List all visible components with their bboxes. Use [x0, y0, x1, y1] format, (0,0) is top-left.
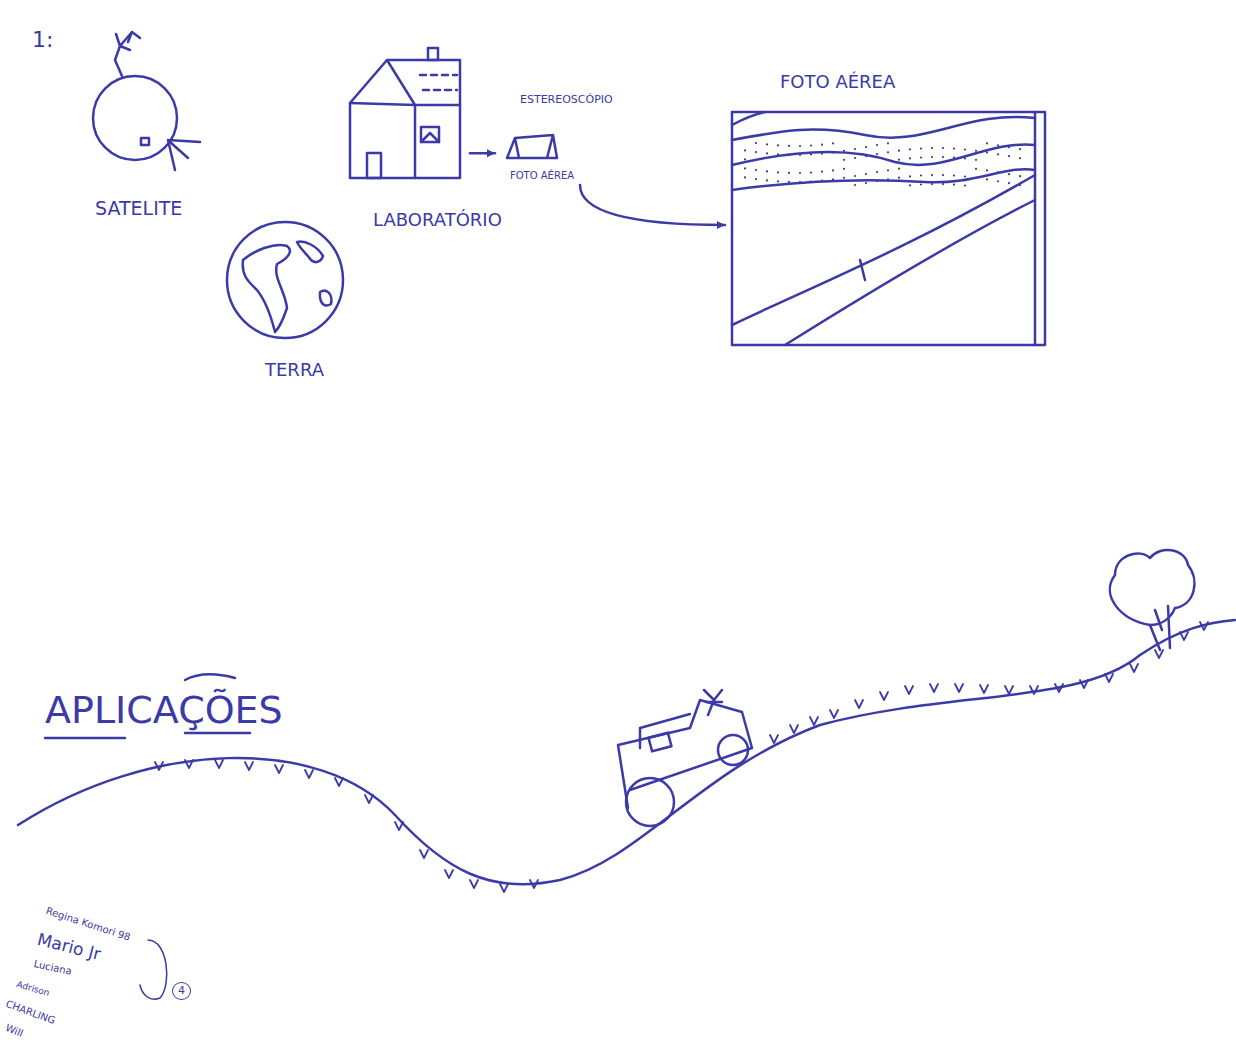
signature: Will	[4, 1022, 25, 1039]
flow-arrow	[470, 152, 495, 155]
node-text: FOTO AÉREA	[780, 72, 895, 92]
signature: CHARLING	[4, 998, 57, 1026]
node-text: FOTO AÉREA	[510, 170, 574, 181]
sketch-node: FOTO AÉREA	[725, 70, 1055, 350]
circled-number: 4	[172, 982, 191, 1000]
sketch-node: LABORATÓRIO	[345, 45, 470, 235]
node-outline	[725, 70, 1055, 350]
item-number: 1:	[32, 28, 53, 52]
node-text: TERRA	[265, 360, 324, 380]
flow-arrow	[580, 185, 725, 225]
sketch-node: TERRA	[225, 220, 350, 385]
sketch-node: ESTEREOSCÓPIO FOTO AÉREA	[495, 90, 645, 185]
signature: Luciana	[33, 958, 73, 977]
signature-bracket	[140, 940, 167, 999]
node-text: LABORATÓRIO	[373, 210, 502, 230]
grass	[155, 622, 1208, 892]
sketch-node: SATELITE	[60, 30, 230, 240]
signature: Adrison	[15, 980, 50, 999]
node-text: ESTEREOSCÓPIO	[520, 94, 613, 106]
tree	[1110, 550, 1195, 650]
jeep	[618, 690, 752, 826]
node-outline	[345, 45, 470, 235]
node-text: SATELITE	[95, 198, 182, 219]
signature: Mario Jr	[35, 930, 102, 964]
hill-line	[18, 620, 1235, 884]
section-title: APLICAÇÕES	[45, 690, 283, 732]
